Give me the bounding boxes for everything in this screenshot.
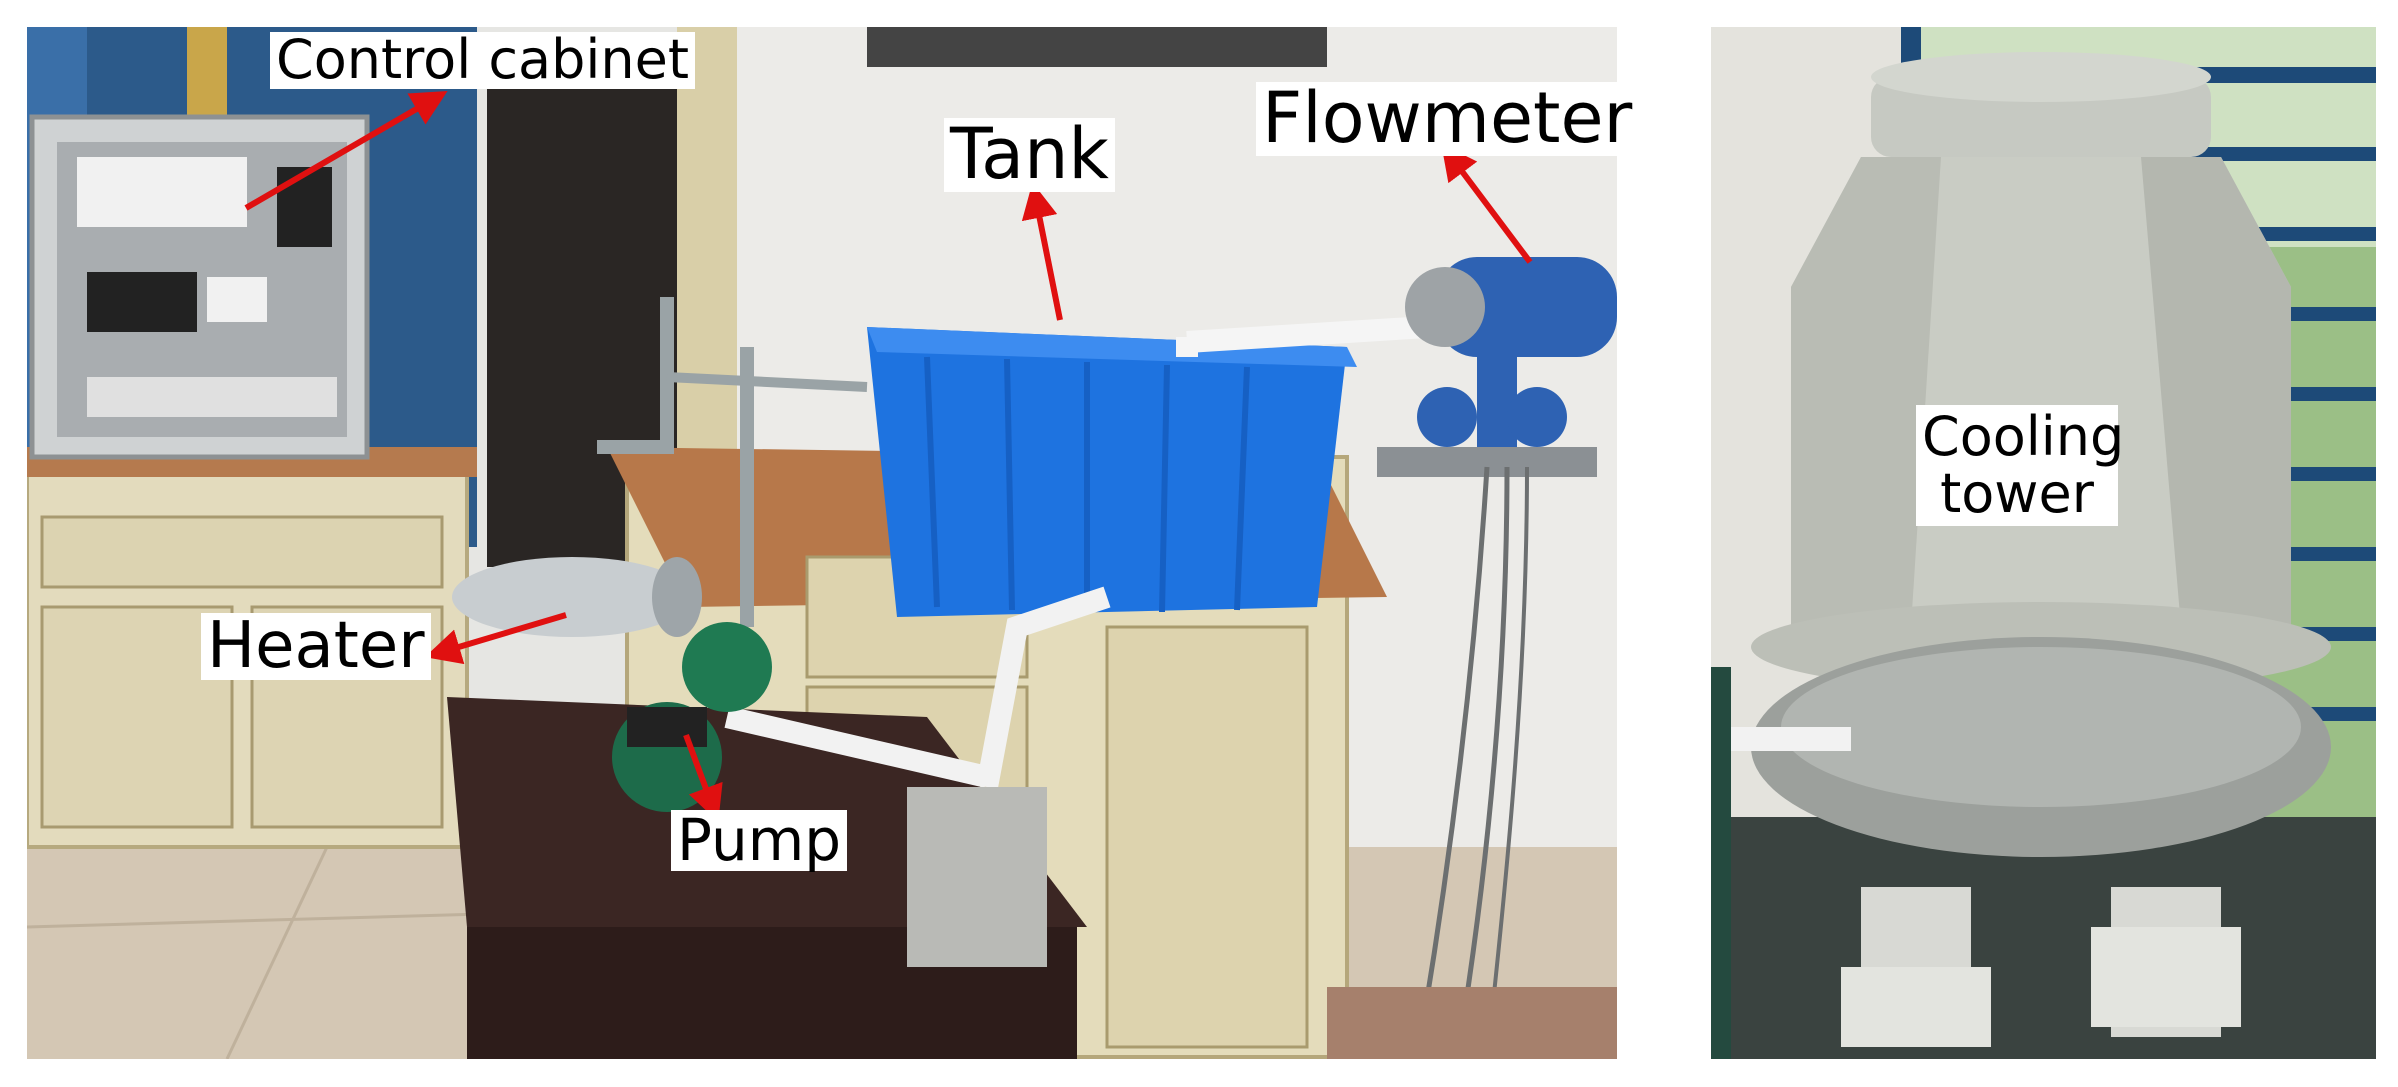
cooling-tower-label-line2: tower <box>1940 461 2094 525</box>
flowmeter-label: Flowmeter <box>1256 81 1639 156</box>
heater-label: Heater <box>201 612 431 681</box>
lab-setup-photo <box>27 27 1617 1059</box>
cooling-tower-illustration <box>1711 27 2376 1059</box>
tank-label: Tank <box>944 117 1115 192</box>
control-cabinet-label: Control cabinet <box>270 31 696 89</box>
pump-label: Pump <box>671 810 848 871</box>
cooling-tower-photo <box>1711 27 2376 1059</box>
lab-setup-illustration <box>27 27 1617 1059</box>
cooling-tower-label: Cooling tower <box>1916 405 2125 527</box>
cooling-tower-label-line1: Cooling <box>1922 405 2125 468</box>
